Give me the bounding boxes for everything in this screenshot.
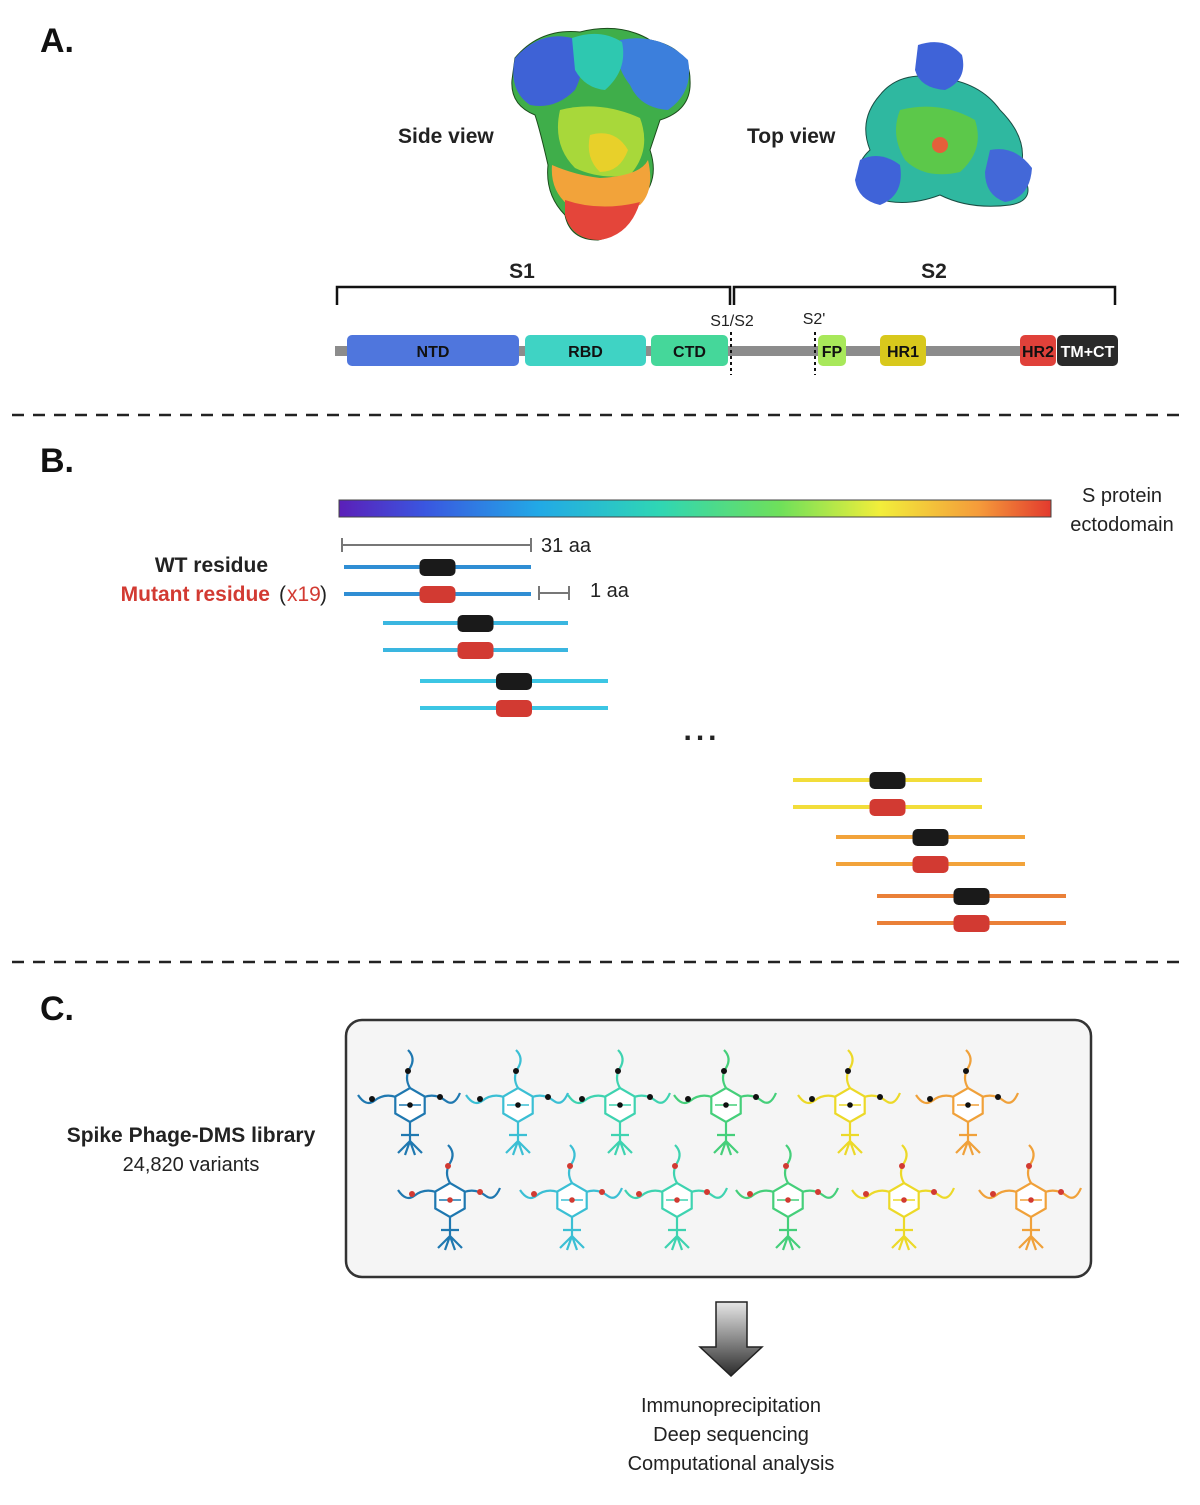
domain-ntd (347, 335, 519, 366)
domain-fp (818, 335, 846, 366)
domain-label-hr1: HR1 (887, 344, 919, 361)
wt-residue-marker (419, 559, 456, 576)
mutant-residue-marker (953, 915, 990, 932)
wt-phage-icon (357, 1049, 462, 1156)
mutant-phage-icon (978, 1144, 1083, 1251)
wt-phage-icon (567, 1049, 672, 1156)
top-view-label: Top view (747, 125, 836, 148)
step-computational-analysis: Computational analysis (628, 1453, 835, 1475)
wt-residue-marker (496, 673, 532, 690)
s1-bracket (335, 285, 732, 305)
domain-label-fp: FP (822, 344, 843, 361)
wt-phage-icon (465, 1049, 570, 1156)
mutant-count: x19 (287, 583, 321, 606)
process-arrow (698, 1301, 764, 1378)
s2-label: S2 (921, 260, 947, 283)
wt-residue-marker (869, 772, 906, 789)
domain-ctd (651, 335, 728, 366)
cleavage-label-s1s2: S1/S2 (710, 313, 754, 330)
phage-library (357, 1049, 1083, 1251)
step-scale-label: 1 aa (590, 580, 630, 602)
mutant-phage-icon (851, 1144, 956, 1251)
domain-hr1 (880, 335, 926, 366)
mutant-residue-marker (869, 799, 906, 816)
domain-tm-ct (1057, 335, 1118, 366)
mutant-phage-icon (735, 1144, 840, 1251)
library-variants: 24,820 variants (123, 1154, 260, 1176)
mutant-paren-open: ( (279, 583, 286, 606)
s1-label: S1 (509, 260, 535, 283)
tiling-ellipsis: ... (683, 714, 720, 747)
mutant-paren-close: ) (320, 583, 327, 606)
wt-phage-icon (797, 1049, 902, 1156)
mutant-phage-icon (519, 1144, 624, 1251)
domain-hr2 (1020, 335, 1056, 366)
mutant-residue-marker (496, 700, 532, 717)
ectodomain-gradient-bar (338, 499, 1052, 518)
s2-bracket (732, 285, 1117, 305)
length-scale-label: 31 aa (541, 535, 592, 557)
panel-letter-a: A. (40, 22, 74, 60)
domain-boxes: NTD RBD CTD FP HR1 HR2 TM+CT (347, 335, 1118, 366)
panel-letter-b: B. (40, 442, 74, 480)
panel-letter-c: C. (40, 990, 74, 1028)
wt-residue-label: WT residue (155, 554, 268, 577)
mutant-residue-marker (419, 586, 456, 603)
side-view-label: Side view (398, 125, 494, 148)
domain-rbd (525, 335, 646, 366)
domain-label-tm-ct: TM+CT (1061, 344, 1115, 361)
step-deep-sequencing: Deep sequencing (653, 1424, 809, 1446)
gradient-label-line2: ectodomain (1070, 514, 1173, 536)
step-scale (538, 586, 570, 600)
mutant-phage-icon (624, 1144, 729, 1251)
wt-residue-marker (457, 615, 494, 632)
mutant-phage-icon (397, 1144, 502, 1251)
domain-label-rbd: RBD (568, 344, 603, 361)
domain-label-ntd: NTD (417, 344, 450, 361)
side-view-structure (511, 27, 691, 241)
gradient-label-line1: S protein (1082, 485, 1162, 507)
domain-label-hr2: HR2 (1022, 344, 1054, 361)
cleavage-label-s2prime: S2' (803, 311, 826, 328)
mutant-residue-label: Mutant residue (121, 583, 270, 606)
mutant-residue-marker (912, 856, 949, 873)
peptide-tiles (344, 559, 1066, 932)
domain-label-ctd: CTD (673, 344, 706, 361)
wt-residue-marker (912, 829, 949, 846)
wt-phage-icon (915, 1049, 1020, 1156)
length-scale (341, 538, 532, 552)
library-title: Spike Phage-DMS library (67, 1124, 316, 1147)
mutant-residue-marker (457, 642, 494, 659)
step-immunoprecipitation: Immunoprecipitation (641, 1395, 821, 1417)
wt-residue-marker (953, 888, 990, 905)
top-view-structure (855, 42, 1032, 207)
wt-phage-icon (673, 1049, 778, 1156)
